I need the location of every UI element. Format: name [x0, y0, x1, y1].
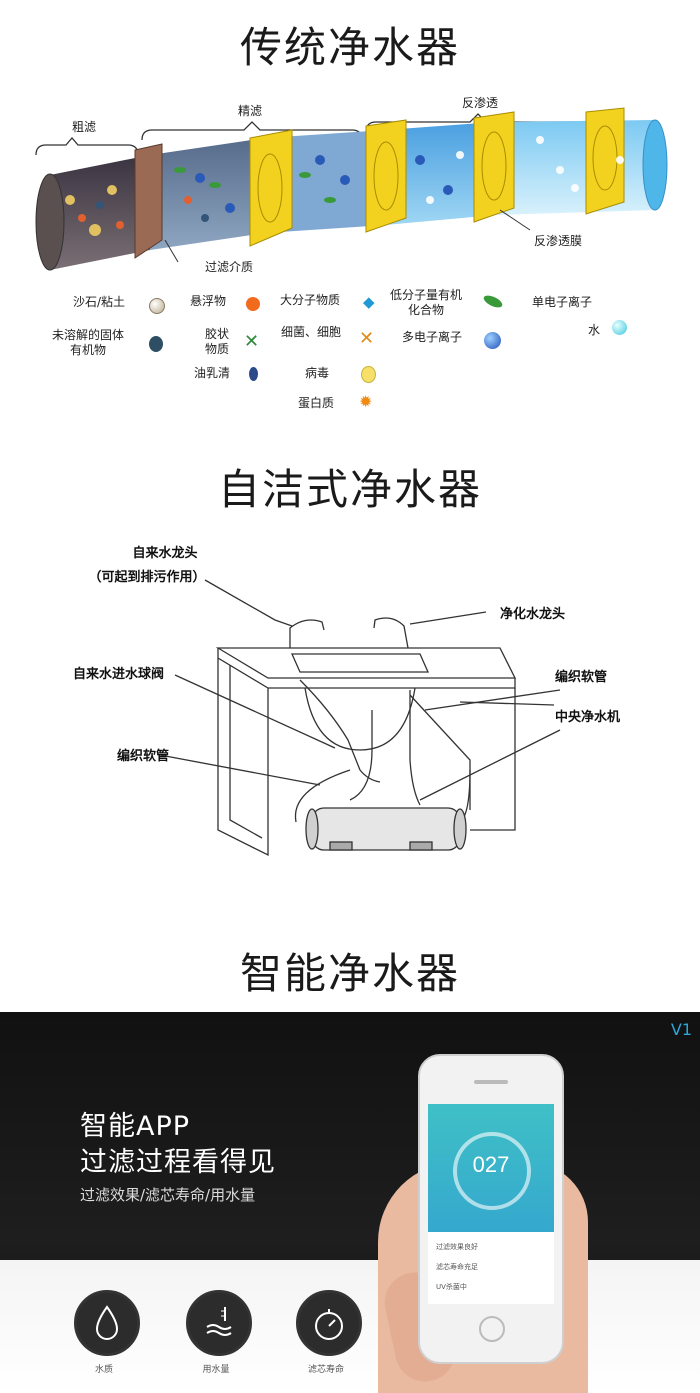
stage-label-fine: 精滤 — [238, 104, 263, 118]
phone-screen: 027 过滤效果良好 滤芯寿命充足 UV杀菌中 — [428, 1104, 554, 1304]
traditional-title: 传统净水器 — [239, 23, 460, 72]
feature-label: 用水量 — [202, 1365, 230, 1375]
version-badge: V1 — [670, 1020, 692, 1039]
legend-label: 细菌、细胞 — [281, 325, 342, 339]
suspended-matter-icon — [246, 297, 260, 311]
smart-app-banner: V1 智能APP 过滤过程看得见 过滤效果/滤芯寿命/用水量 水质 用水量 滤芯… — [0, 1012, 700, 1393]
colloid-icon: ✕ — [244, 331, 260, 352]
ball-valve-label: 自来水进水球阀 — [73, 667, 165, 682]
app-headline-2: 过滤过程看得见 — [80, 1147, 276, 1178]
stage-label-coarse: 粗滤 — [72, 120, 97, 134]
selfclean-title: 自洁式净水器 — [217, 465, 482, 514]
undissolved-solid-icon — [149, 336, 163, 352]
app-headline-1: 智能APP — [80, 1111, 191, 1142]
purified-tap-label: 净化水龙头 — [500, 607, 566, 622]
legend-label: 单电子离子 — [532, 295, 593, 309]
sand-icon — [149, 298, 165, 314]
under-sink-diagram — [159, 579, 561, 857]
smart-title: 智能净水器 — [239, 949, 460, 998]
legend-label: 油乳清 — [194, 366, 231, 380]
legend-label: 沙石/粘土 — [73, 295, 126, 309]
water-icon — [612, 320, 627, 335]
legend-label: 大分子物质 — [280, 293, 341, 307]
stage-label-ro: 反渗透 — [462, 96, 499, 110]
legend-label: 胶状 物质 — [205, 327, 230, 356]
app-list-item[interactable]: 滤芯寿命充足 — [436, 1263, 478, 1271]
multi-electron-ion-icon — [484, 332, 501, 349]
feature-label: 滤芯寿命 — [307, 1365, 344, 1375]
legend-label: 水 — [588, 323, 601, 337]
legend-label: 未溶解的固体 有机物 — [52, 328, 125, 357]
stopwatch-icon — [296, 1290, 362, 1356]
app-list-item[interactable]: 过滤效果良好 — [436, 1243, 478, 1251]
gauge-reading: 027 — [472, 1152, 510, 1177]
filter-medium-label: 过滤介质 — [205, 260, 254, 274]
gauge-ring — [453, 1132, 531, 1210]
filtration-pipe-diagram — [35, 107, 668, 271]
home-button[interactable] — [479, 1316, 505, 1342]
feature-label: 水质 — [94, 1365, 113, 1375]
water-drop-icon — [74, 1290, 140, 1356]
app-gauge-area: 027 — [428, 1104, 554, 1232]
legend-label: 蛋白质 — [298, 396, 335, 410]
protein-icon: ✹ — [359, 392, 373, 411]
tap-note-label: （可起到排污作用） — [88, 570, 206, 585]
water-level-icon — [186, 1290, 252, 1356]
tap-label: 自来水龙头 — [132, 546, 198, 561]
central-unit-label: 中央净水机 — [555, 710, 621, 725]
legend-label: 低分子量有机 化合物 — [390, 288, 463, 317]
braided-hose-right-label: 编织软管 — [555, 670, 608, 685]
oil-whey-icon — [249, 367, 258, 381]
virus-icon — [361, 366, 376, 383]
macromolecule-icon: ◆ — [363, 293, 375, 311]
app-list-item[interactable]: UV杀菌中 — [436, 1283, 467, 1291]
phone-speaker — [474, 1080, 508, 1084]
legend-label: 病毒 — [305, 366, 330, 380]
bacteria-icon: ✕ — [359, 328, 375, 349]
ro-membrane-label: 反渗透膜 — [534, 234, 583, 248]
legend-label: 悬浮物 — [190, 294, 227, 308]
app-subline: 过滤效果/滤芯寿命/用水量 — [80, 1186, 256, 1204]
smartphone: 027 过滤效果良好 滤芯寿命充足 UV杀菌中 — [418, 1054, 564, 1364]
braided-hose-left-label: 编织软管 — [117, 749, 170, 764]
legend-label: 多电子离子 — [402, 330, 463, 344]
